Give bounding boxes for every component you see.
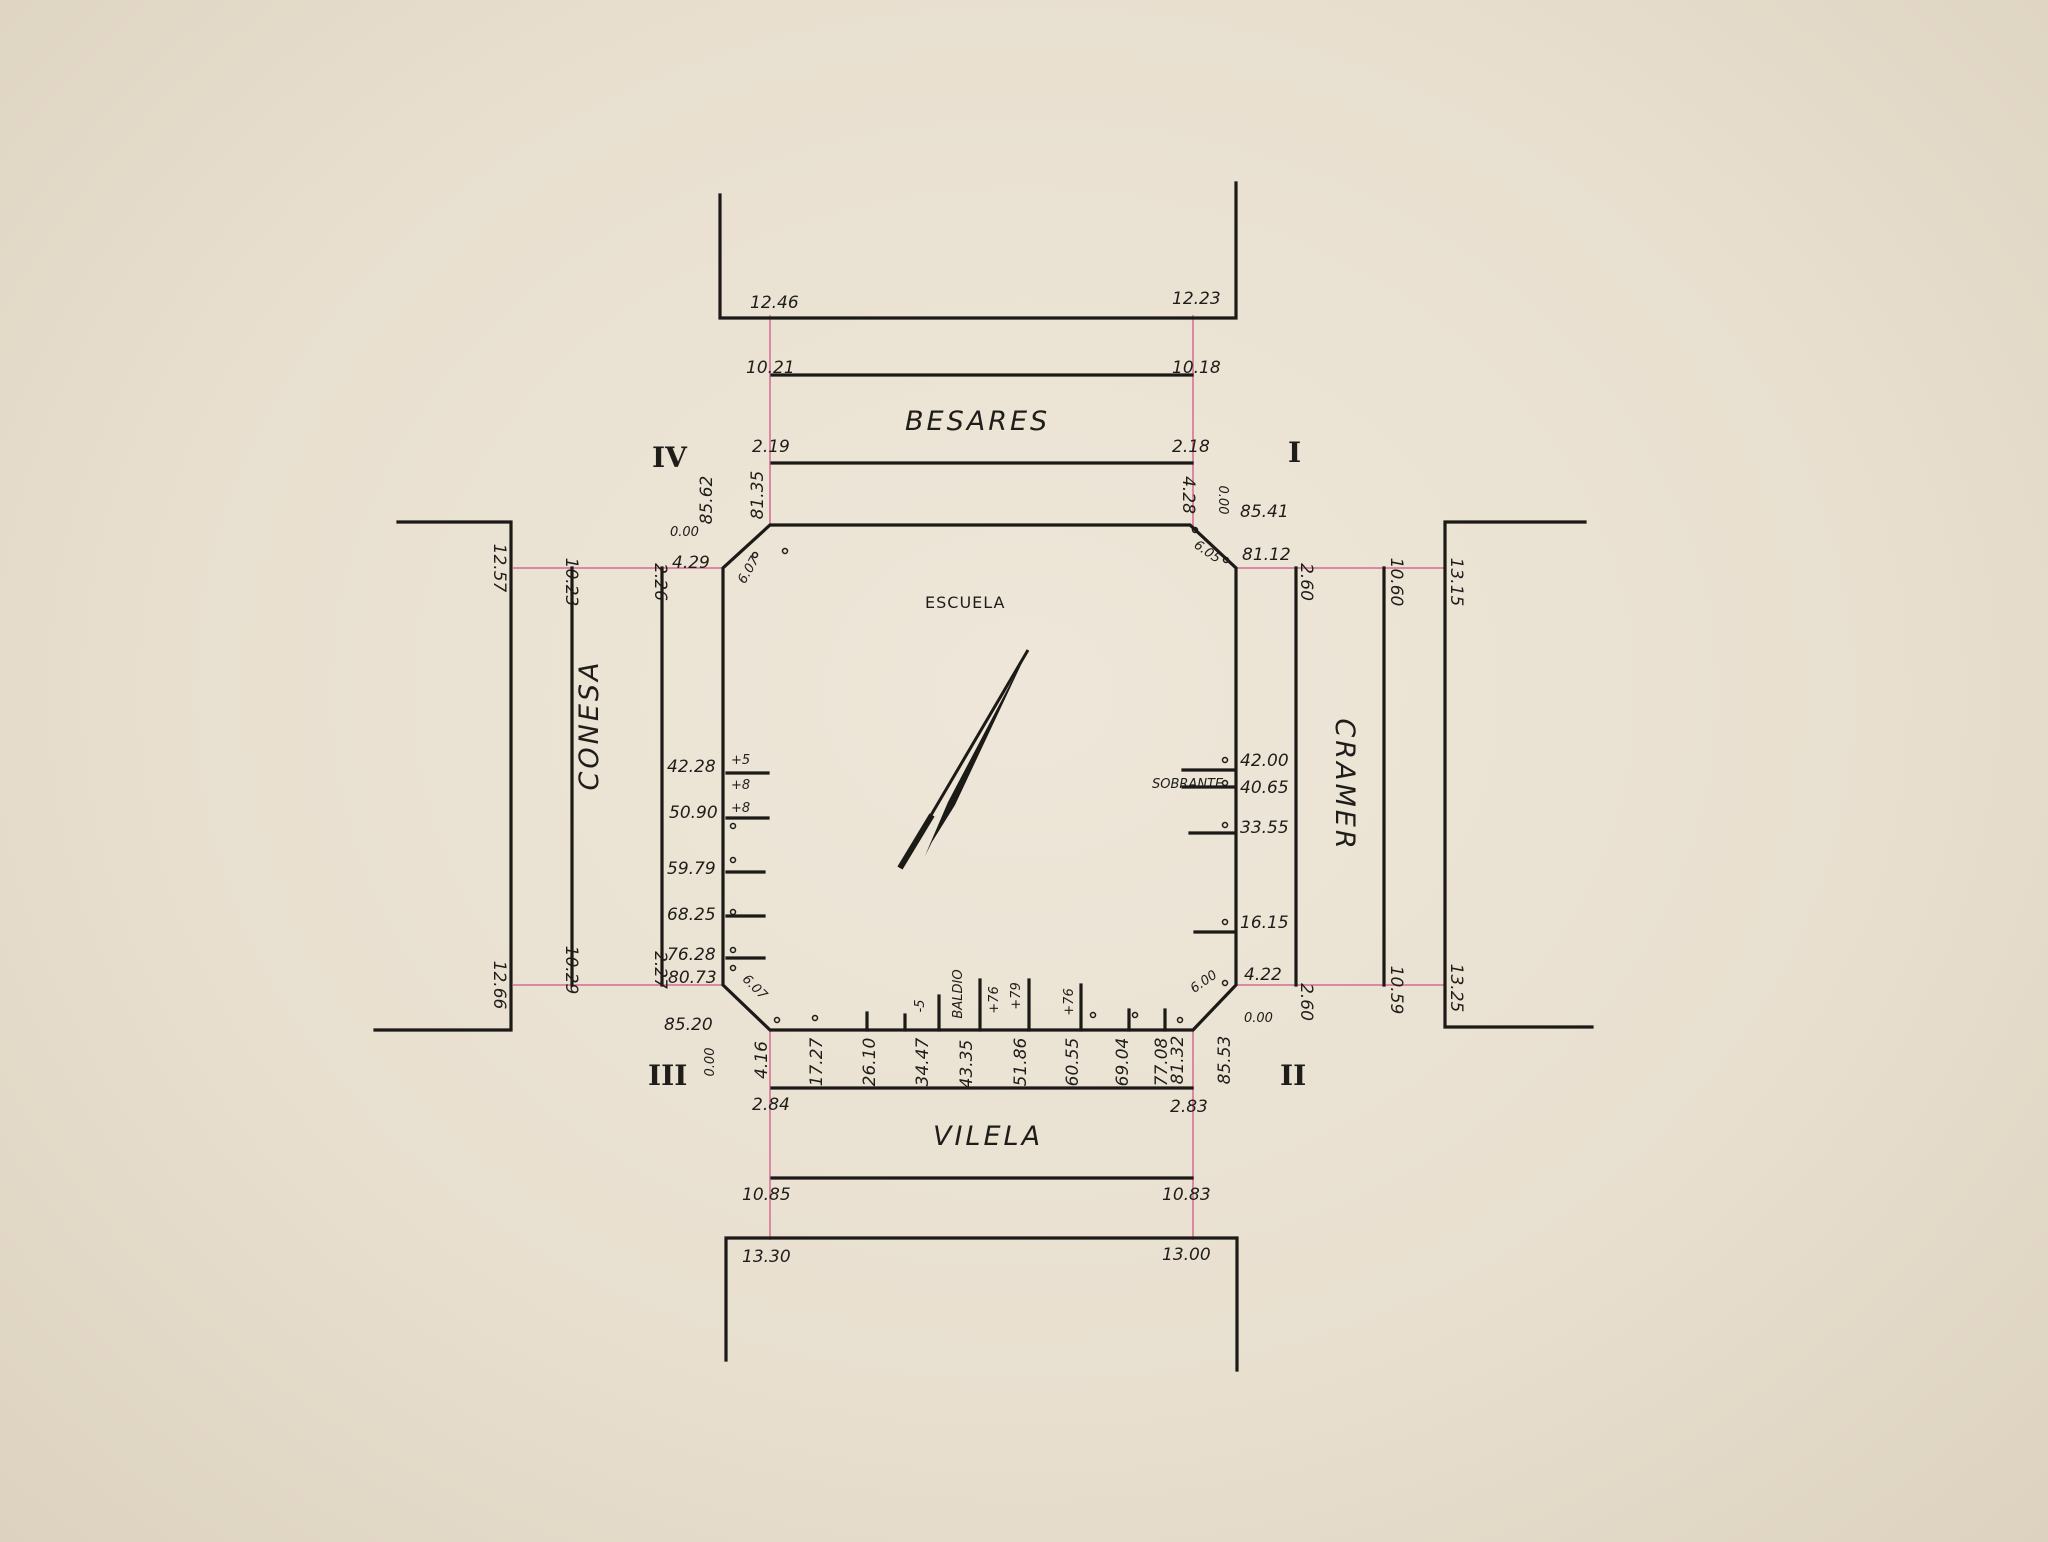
west-walk-bottom: 2.27: [650, 951, 670, 989]
north-arrow-icon: [897, 649, 1030, 870]
ne-chamfer: 6.05: [1191, 538, 1223, 567]
west-mark-value: 76.28: [667, 945, 716, 965]
sw-b: 85.20: [664, 1015, 713, 1035]
south-mark-note: +76: [987, 986, 1002, 1013]
quadrant-sw: III: [648, 1059, 687, 1092]
west-mark-note: +8: [731, 801, 750, 816]
se-a: 81.32: [1168, 1036, 1188, 1085]
school-block-outline: [721, 523, 1238, 1032]
east-walk-top: 2.60: [1296, 563, 1316, 601]
west-side-ticks: [725, 771, 770, 960]
south-outer-left: 13.30: [742, 1247, 791, 1267]
east-side-ticks: [1181, 768, 1236, 934]
south-curb-left: 10.85: [742, 1185, 791, 1205]
street-name-south: VILELA: [933, 1121, 1043, 1152]
sw-zero: 0.00: [703, 1048, 718, 1077]
south-walk-right: 2.83: [1170, 1097, 1208, 1117]
south-mark-value: 77.08: [1152, 1037, 1172, 1086]
south-side-marks: 17.27 26.10 34.47 -5 43.35 BALDIO 51.86 …: [807, 969, 1172, 1088]
west-walk-top: 2.26: [650, 563, 670, 601]
east-mark-value: 16.15: [1240, 913, 1289, 933]
street-name-north: BESARES: [905, 406, 1050, 437]
south-mark-note: -5: [913, 1000, 928, 1013]
west-street-lines: [373, 520, 664, 1032]
se-b: 85.53: [1215, 1036, 1235, 1085]
nw-left: 4.29: [672, 553, 710, 573]
south-mark-value: 26.10: [860, 1038, 880, 1087]
south-walk-left: 2.84: [752, 1095, 790, 1115]
south-mark-note: +79: [1009, 982, 1024, 1009]
quadrant-ne: I: [1288, 436, 1301, 469]
south-mark-value: 17.27: [807, 1037, 827, 1086]
west-mark-value: 68.25: [667, 905, 716, 925]
south-mark-value: 69.04: [1113, 1038, 1133, 1087]
south-mark-value: 43.35: [957, 1040, 977, 1089]
nw-side: 85.62: [697, 476, 717, 525]
west-outer-bottom: 12.66: [489, 961, 509, 1010]
street-name-west: CONESA: [574, 660, 605, 791]
quadrant-se: II: [1280, 1059, 1306, 1092]
ne-right2: 81.12: [1242, 545, 1291, 565]
nw-top: 81.35: [748, 471, 768, 520]
west-side-marks: 42.28 +5 +8 50.90 +8 59.79 68.25 76.28: [667, 753, 750, 965]
north-curb-left: 10.21: [746, 358, 795, 378]
se-zero: 0.00: [1244, 1011, 1273, 1026]
south-mark-note: +76: [1062, 988, 1077, 1015]
se-c: 4.22: [1244, 965, 1282, 985]
west-mark-value: 42.28: [667, 757, 716, 777]
south-mark-value: 60.55: [1063, 1038, 1083, 1087]
west-mark-value: 50.90: [669, 803, 718, 823]
west-mark-note: +8: [731, 778, 750, 793]
se-chamfer: 6.00: [1188, 968, 1220, 997]
south-outer-right: 13.00: [1162, 1245, 1211, 1265]
south-side-ticks: [865, 978, 1167, 1032]
east-walk-bottom: 2.60: [1296, 983, 1316, 1021]
west-mark-value: 59.79: [667, 859, 716, 879]
east-side-marks: 42.00 40.65 SOBRANTE 33.55 16.15: [1152, 751, 1289, 933]
ne-zero: 0.00: [1215, 486, 1230, 515]
south-mark-value: 51.86: [1011, 1037, 1031, 1086]
west-curb-top: 10.23: [561, 558, 581, 607]
east-outer-bottom: 13.25: [1446, 964, 1466, 1013]
south-mark-value: 34.47: [913, 1037, 933, 1086]
block-label: ESCUELA: [925, 593, 1005, 612]
west-outer-top: 12.57: [489, 544, 509, 593]
north-outer-right: 12.23: [1172, 289, 1221, 309]
north-walk-right: 2.18: [1172, 437, 1210, 457]
street-name-east: CRAMER: [1329, 718, 1360, 851]
ne-right: 85.41: [1240, 502, 1289, 522]
north-walk-left: 2.19: [752, 437, 790, 457]
nw-zero: 0.00: [670, 525, 699, 540]
north-curb-right: 10.18: [1172, 358, 1221, 378]
east-mark-value: 33.55: [1240, 818, 1289, 838]
east-mark-value: 42.00: [1240, 751, 1289, 771]
sw-c: 4.16: [752, 1041, 772, 1079]
west-curb-bottom: 10.29: [561, 946, 581, 995]
west-mark-note: +5: [731, 753, 750, 768]
east-mark-value: 40.65: [1240, 778, 1289, 798]
north-street-lines: [718, 181, 1238, 465]
ne-side: 4.28: [1178, 476, 1198, 514]
south-curb-right: 10.83: [1162, 1185, 1211, 1205]
south-street-lines: [724, 1086, 1239, 1372]
east-outer-top: 13.15: [1446, 558, 1466, 607]
east-curb-top: 10.60: [1386, 558, 1406, 607]
quadrant-nw: IV: [652, 441, 688, 474]
east-street-lines: [1294, 520, 1594, 1029]
measurement-guides: [513, 315, 1445, 1240]
east-curb-bottom: 10.59: [1386, 966, 1406, 1015]
north-outer-left: 12.46: [750, 293, 799, 313]
sw-chamfer: 6.07: [739, 972, 771, 1004]
survey-points: [729, 526, 1230, 1024]
nw-chamfer: 6.07: [735, 553, 763, 586]
south-mark-note: BALDIO: [951, 969, 966, 1018]
sw-a: 80.73: [668, 968, 717, 988]
east-mark-note: SOBRANTE: [1152, 777, 1224, 792]
